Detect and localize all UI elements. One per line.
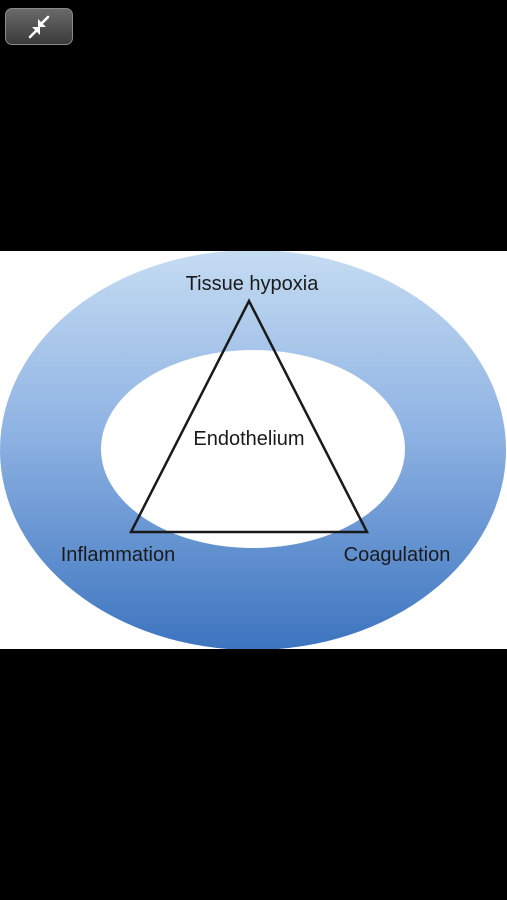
exit-fullscreen-button[interactable] bbox=[5, 8, 73, 45]
center-label: Endothelium bbox=[193, 428, 304, 450]
triangle bbox=[128, 298, 370, 534]
vertex-label-top: Tissue hypoxia bbox=[186, 273, 320, 295]
inner-ellipse bbox=[101, 350, 405, 548]
endothelium-diagram: Tissue hypoxia Endothelium Inflammation … bbox=[0, 251, 506, 649]
vertex-label-left: Inflammation bbox=[61, 544, 176, 566]
figure-panel: Tissue hypoxia Endothelium Inflammation … bbox=[0, 251, 507, 649]
vertex-label-right: Coagulation bbox=[344, 544, 451, 566]
collapse-arrows-icon bbox=[28, 15, 50, 38]
